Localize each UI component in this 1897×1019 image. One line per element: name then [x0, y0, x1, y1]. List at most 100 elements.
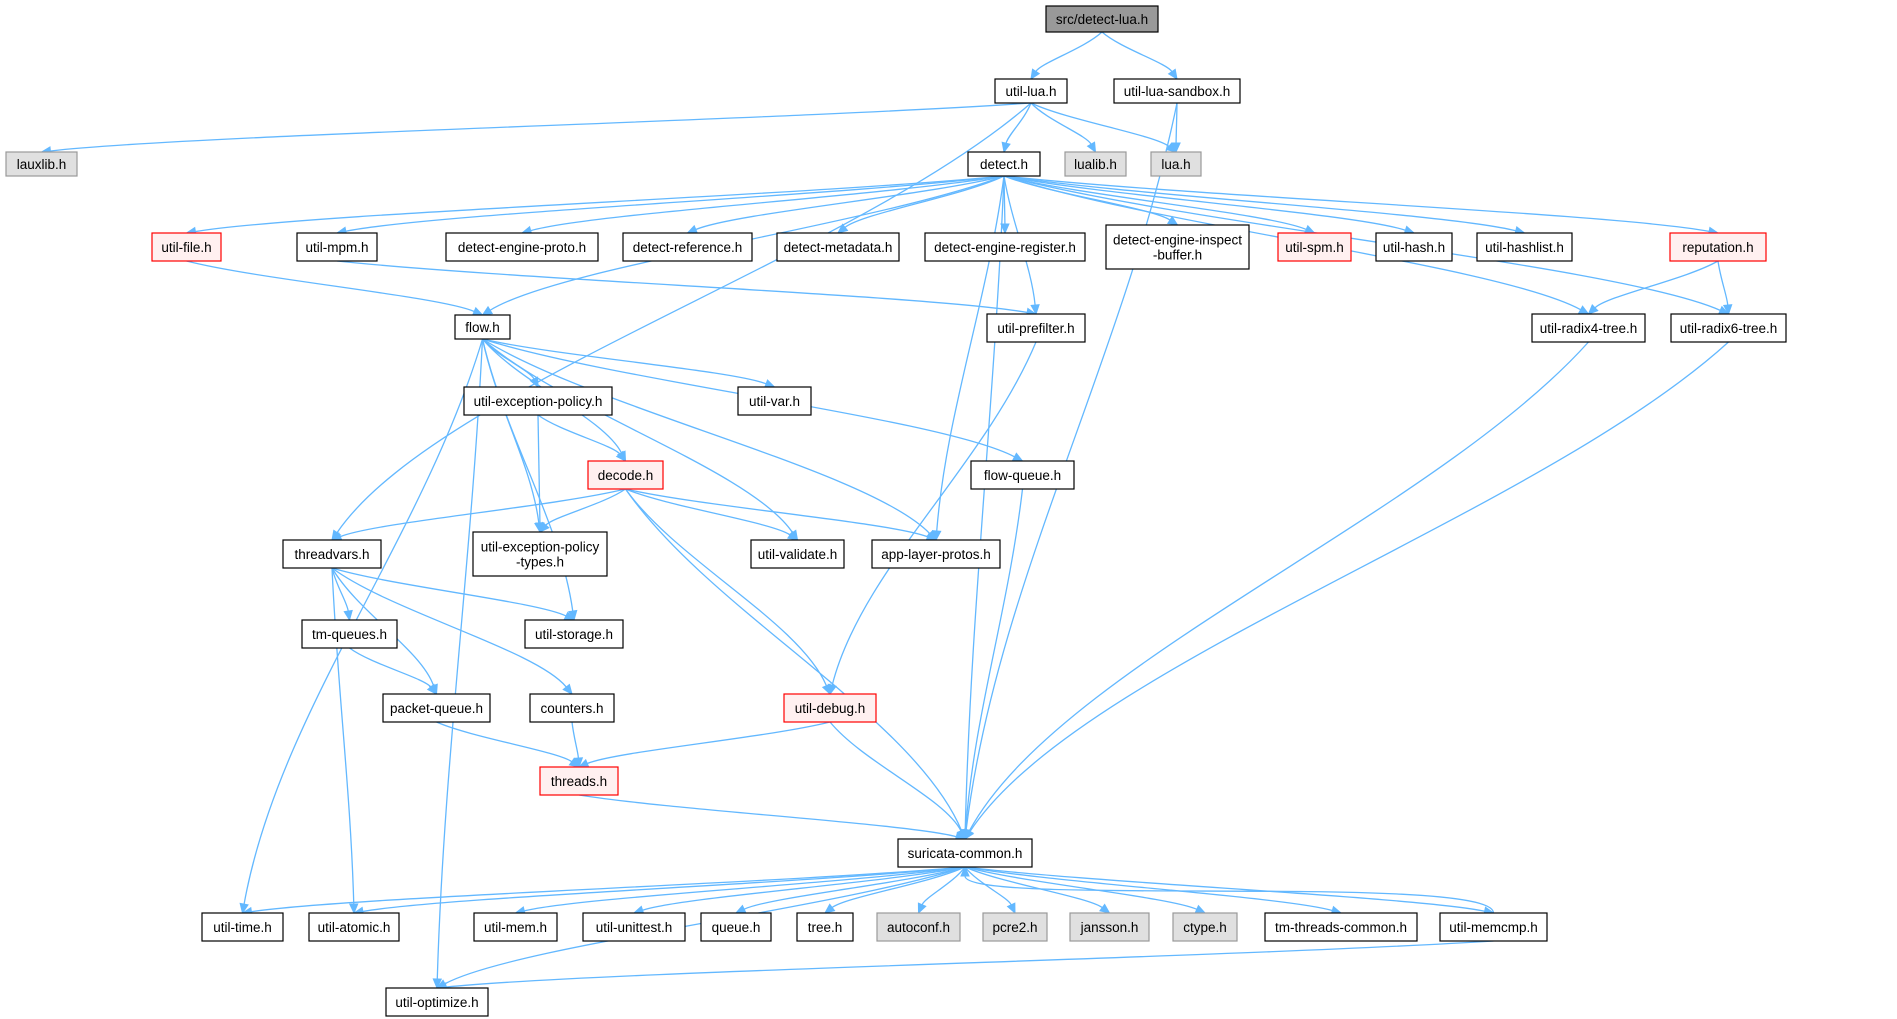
- node-suricata-common[interactable]: suricata-common.h: [897, 838, 1033, 868]
- edge-threads-to-suricata-common: [578, 794, 967, 842]
- node-detect-reference[interactable]: detect-reference.h: [622, 232, 753, 262]
- node-box[interactable]: [463, 386, 613, 416]
- node-box[interactable]: [994, 78, 1068, 104]
- node-util-memcmp[interactable]: util-memcmp.h: [1439, 912, 1548, 942]
- node-box[interactable]: [524, 619, 624, 649]
- node-box[interactable]: [201, 912, 284, 942]
- node-box[interactable]: [385, 987, 489, 1017]
- edge-line: [331, 567, 349, 612]
- edge-suricata-common-to-util-atomic: [352, 866, 966, 917]
- node-root[interactable]: src/detect-lua.h: [1045, 5, 1159, 33]
- node-box[interactable]: [454, 314, 511, 340]
- node-box[interactable]: [151, 232, 222, 262]
- node-util-unittest[interactable]: util-unittest.h: [582, 912, 686, 942]
- node-box[interactable]: [970, 460, 1075, 490]
- node-tm-queues[interactable]: tm-queues.h: [301, 619, 398, 649]
- edge-line: [482, 338, 767, 385]
- node-util-file[interactable]: util-file.h: [151, 232, 222, 262]
- node-util-mem[interactable]: util-mem.h: [473, 912, 558, 942]
- node-box[interactable]: [897, 838, 1033, 868]
- node-tm-threads-common[interactable]: tm-threads-common.h: [1264, 912, 1418, 942]
- node-queue[interactable]: queue.h: [700, 912, 772, 942]
- node-util-radix4-tree[interactable]: util-radix4-tree.h: [1531, 313, 1646, 343]
- node-decode[interactable]: decode.h: [587, 460, 664, 490]
- node-box[interactable]: [700, 912, 772, 942]
- node-box[interactable]: [750, 539, 845, 569]
- node-box[interactable]: [1045, 5, 1159, 33]
- node-box[interactable]: [1439, 912, 1548, 942]
- node-box[interactable]: [582, 912, 686, 942]
- node-box[interactable]: [871, 539, 1001, 569]
- node-util-time[interactable]: util-time.h: [201, 912, 284, 942]
- node-tree[interactable]: tree.h: [796, 912, 854, 942]
- node-util-mpm[interactable]: util-mpm.h: [296, 232, 378, 262]
- node-util-hashlist[interactable]: util-hashlist.h: [1476, 232, 1573, 262]
- arrowhead: [348, 903, 359, 915]
- node-box[interactable]: [473, 912, 558, 942]
- node-util-storage[interactable]: util-storage.h: [524, 619, 624, 649]
- node-counters[interactable]: counters.h: [529, 693, 615, 723]
- node-box[interactable]: [472, 531, 608, 577]
- node-box[interactable]: [622, 232, 753, 262]
- node-detect[interactable]: detect.h: [967, 151, 1041, 177]
- node-box[interactable]: [1105, 224, 1250, 270]
- node-detect-metadata[interactable]: detect-metadata.h: [776, 232, 900, 262]
- node-label: counters.h: [540, 701, 603, 716]
- node-reputation[interactable]: reputation.h: [1669, 232, 1767, 262]
- node-box[interactable]: [967, 151, 1041, 177]
- node-flow-queue[interactable]: flow-queue.h: [970, 460, 1075, 490]
- node-detect-engine-proto[interactable]: detect-engine-proto.h: [445, 232, 599, 262]
- node-box[interactable]: [445, 232, 599, 262]
- node-box[interactable]: [796, 912, 854, 942]
- node-packet-queue[interactable]: packet-queue.h: [382, 693, 491, 723]
- node-box[interactable]: [924, 232, 1086, 262]
- node-box[interactable]: [776, 232, 900, 262]
- node-box[interactable]: [587, 460, 664, 490]
- edge-util-radix6-tree-to-suricata-common: [964, 341, 1729, 841]
- node-box[interactable]: [529, 693, 615, 723]
- node-box[interactable]: [1375, 232, 1453, 262]
- node-util-radix6-tree[interactable]: util-radix6-tree.h: [1670, 313, 1787, 343]
- node-threads[interactable]: threads.h: [539, 766, 619, 796]
- node-util-exception-policy-types[interactable]: util-exception-policy-types.h: [472, 531, 608, 577]
- node-util-spm[interactable]: util-spm.h: [1277, 232, 1352, 262]
- node-box[interactable]: [1113, 78, 1241, 104]
- edge-layer: [40, 31, 1733, 992]
- node-box[interactable]: [1669, 232, 1767, 262]
- node-detect-engine-inspect-buffer[interactable]: detect-engine-inspect-buffer.h: [1105, 224, 1250, 270]
- node-util-lua[interactable]: util-lua.h: [994, 78, 1068, 104]
- node-util-prefilter[interactable]: util-prefilter.h: [986, 313, 1086, 343]
- node-box[interactable]: [382, 693, 491, 723]
- node-util-atomic[interactable]: util-atomic.h: [308, 912, 400, 942]
- node-flow[interactable]: flow.h: [454, 314, 511, 340]
- node-box[interactable]: [1264, 912, 1418, 942]
- node-box[interactable]: [282, 539, 382, 569]
- edge-threadvars-to-tm-queues: [331, 567, 353, 622]
- node-util-validate[interactable]: util-validate.h: [750, 539, 845, 569]
- node-util-lua-sandbox[interactable]: util-lua-sandbox.h: [1113, 78, 1241, 104]
- node-util-hash[interactable]: util-hash.h: [1375, 232, 1453, 262]
- node-box[interactable]: [737, 386, 812, 416]
- node-threadvars[interactable]: threadvars.h: [282, 539, 382, 569]
- node-util-debug[interactable]: util-debug.h: [783, 693, 877, 723]
- node-box[interactable]: [1476, 232, 1573, 262]
- node-box[interactable]: [539, 766, 619, 796]
- node-app-layer-protos[interactable]: app-layer-protos.h: [871, 539, 1001, 569]
- node-util-var[interactable]: util-var.h: [737, 386, 812, 416]
- node-label: jansson.h: [1080, 920, 1139, 935]
- node-box[interactable]: [783, 693, 877, 723]
- edge-line: [530, 175, 1005, 232]
- node-box[interactable]: [1670, 313, 1787, 343]
- node-box[interactable]: [986, 313, 1086, 343]
- node-box[interactable]: [308, 912, 400, 942]
- edge-decode-to-app-layer-protos: [625, 488, 938, 542]
- node-box[interactable]: [301, 619, 398, 649]
- node-box[interactable]: [1277, 232, 1352, 262]
- edge-flow-to-util-var: [482, 338, 776, 389]
- node-box[interactable]: [296, 232, 378, 262]
- node-label: detect-engine-register.h: [934, 240, 1076, 255]
- node-box[interactable]: [1531, 313, 1646, 343]
- node-util-optimize[interactable]: util-optimize.h: [385, 987, 489, 1017]
- node-detect-engine-register[interactable]: detect-engine-register.h: [924, 232, 1086, 262]
- node-util-exception-policy[interactable]: util-exception-policy.h: [463, 386, 613, 416]
